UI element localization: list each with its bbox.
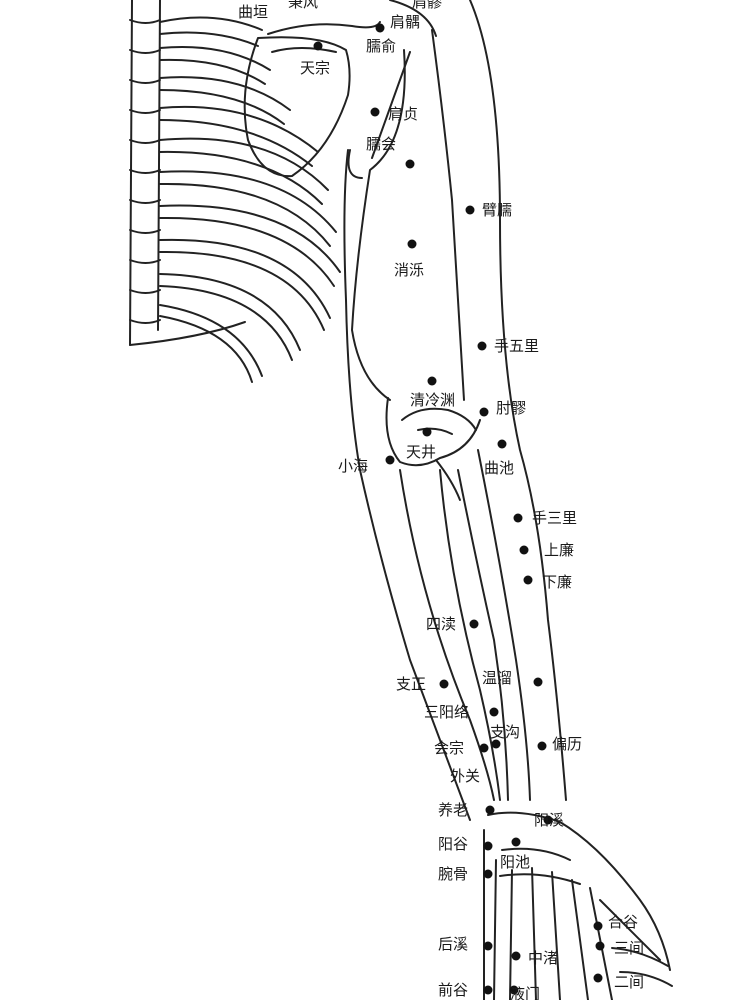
acupoint-marker-zhongzhu (511, 951, 521, 961)
acupoint-label-tianjing: 天井 (406, 443, 437, 461)
acupoint-marker-yangchi (511, 837, 521, 847)
acupoint-label-zhizheng: 支正 (396, 675, 427, 693)
acupoint-marker-xialian (523, 575, 533, 585)
acupoint-label-zhouliao: 肘髎 (496, 399, 527, 417)
acupoint-label-naoshu: 臑俞 (366, 37, 397, 55)
acupoint-label-huizong: 会宗 (434, 739, 465, 757)
humerus-drawing (347, 0, 465, 401)
acupoint-label-yanglao: 养老 (438, 801, 469, 819)
acupoint-marker-zhizheng (439, 679, 449, 689)
acupoint-marker-zhouliao (479, 407, 489, 417)
acupoint-marker-yangxi (543, 815, 553, 825)
acupoint-marker-wangu (483, 869, 493, 879)
acupoint-label-yangxi: 阳溪 (534, 811, 565, 829)
acupoint-label-zhongzhu: 中渚 (528, 949, 559, 967)
acupoint-marker-sanjian (595, 941, 605, 951)
hand-bones-drawing (483, 811, 673, 1000)
spine-drawing (129, 0, 161, 346)
acupoint-label-wangu: 腕骨 (438, 865, 469, 883)
scapula-drawing (243, 21, 381, 178)
acupoint-marker-zhigou (491, 739, 501, 749)
acupoint-label-shousanli: 手三里 (532, 509, 578, 527)
acupoint-label-waiguan: 外关 (450, 767, 481, 785)
elbow-drawing (385, 397, 481, 501)
acupoint-label-qiangu: 前谷 (438, 981, 469, 999)
acupoint-label-qinglengyuan: 清冷渊 (410, 391, 456, 409)
acupoint-marker-erjian (593, 973, 603, 983)
acupoint-label-quyuan: 曲垣 (238, 3, 269, 21)
acupoint-label-xiaoluo: 消泺 (394, 261, 425, 279)
acupoint-marker-binao (465, 205, 475, 215)
acupoint-label-hegu: 合谷 (608, 913, 639, 931)
acupoint-label-jianyu: 肩髃 (390, 13, 421, 31)
acupoint-label-shanglian: 上廉 (544, 541, 575, 559)
acupoint-label-houxi: 后溪 (438, 935, 469, 953)
acupoint-marker-yanggu (483, 841, 493, 851)
acupoint-label-yanggu: 阳谷 (438, 835, 469, 853)
acupoint-label-zhigou: 支沟 (490, 723, 521, 741)
acupoint-marker-shousanli (513, 513, 523, 523)
acupoint-marker-shouwuli (477, 341, 487, 351)
acupoint-marker-yanglao (485, 805, 495, 815)
acupoint-label-xialian: 下廉 (542, 573, 573, 591)
acupoint-marker-quchi (497, 439, 507, 449)
acupoint-label-naohui: 臑会 (366, 135, 397, 153)
acupoint-marker-jianyu (375, 23, 385, 33)
ribcage-drawing (129, 16, 341, 383)
acupoint-marker-yemen (509, 985, 519, 995)
acupoint-marker-pianli (537, 741, 547, 751)
acupoint-label-sidu: 四渎 (426, 615, 457, 633)
acupoint-marker-huizong (479, 743, 489, 753)
acupoint-marker-wenliu (533, 677, 543, 687)
acupoint-marker-tianjing (422, 427, 432, 437)
acupoint-label-sanyangluo: 三阳络 (424, 703, 470, 721)
acupoint-label-jianzhen: 肩贞 (388, 105, 419, 123)
acupoint-label-wenliu: 温溜 (482, 669, 513, 687)
acupoint-label-binao: 臂臑 (482, 201, 513, 219)
acupoint-label-xiaohai: 小海 (338, 457, 369, 475)
acupoint-marker-sanyangluo (489, 707, 499, 717)
acupoint-label-pianli: 偏历 (552, 735, 583, 753)
acupoint-label-bingfeng: 秉风 (288, 0, 319, 11)
acupoint-label-jianliao: 肩髎 (412, 0, 443, 11)
acupoint-label-quchi: 曲池 (484, 459, 515, 477)
acupoint-marker-sidu (469, 619, 479, 629)
acupoint-marker-xiaohai (385, 455, 395, 465)
acupoint-label-sanjian: 三间 (614, 939, 645, 957)
arm-outline-drawing (343, 0, 567, 821)
acupoint-label-shouwuli: 手五里 (494, 337, 540, 355)
acupoint-label-erjian: 二间 (614, 973, 645, 991)
acupoint-label-tianzong: 天宗 (300, 59, 331, 77)
forearm-bones-drawing (399, 449, 531, 801)
acupoint-marker-qinglengyuan (427, 376, 437, 386)
acupoint-marker-jianzhen (370, 107, 380, 117)
acupoint-label-yangchi: 阳池 (500, 853, 531, 871)
acupoint-marker-houxi (483, 941, 493, 951)
acupoint-marker-shanglian (519, 545, 529, 555)
acupoint-marker-qiangu (483, 985, 493, 995)
acupoint-marker-hegu (593, 921, 603, 931)
acupoint-marker-tianzong (313, 41, 323, 51)
acupoint-label-yemen: 液门 (510, 985, 541, 1000)
acupoint-marker-naohui (405, 159, 415, 169)
acupoint-marker-xiaoluo (407, 239, 417, 249)
